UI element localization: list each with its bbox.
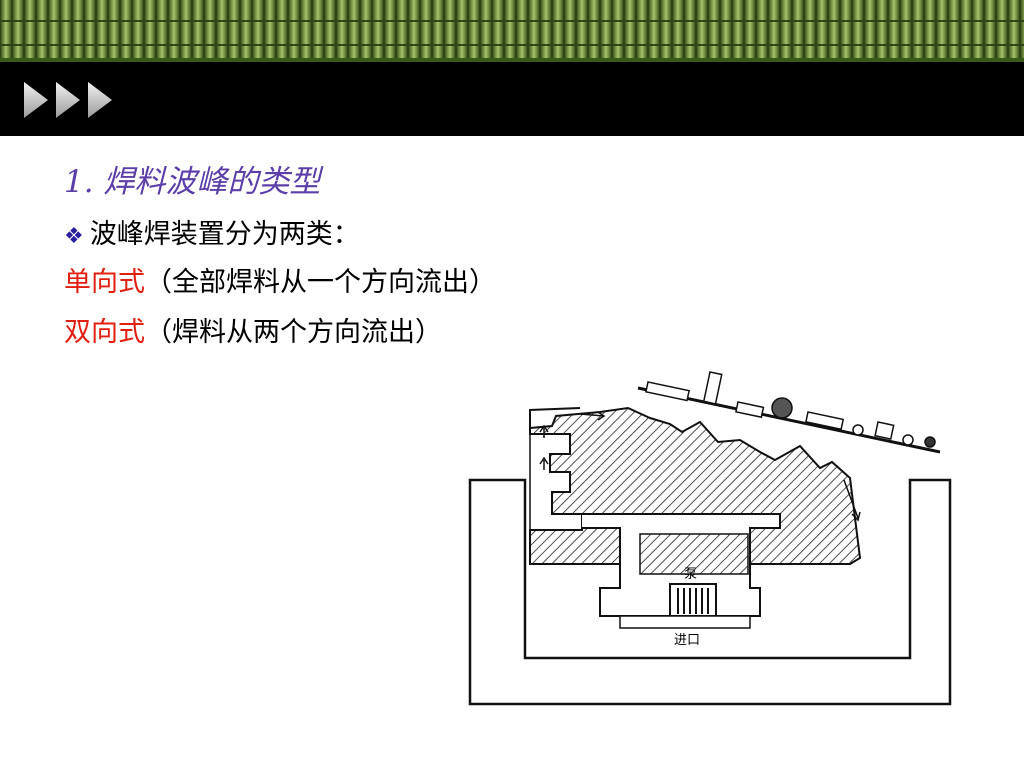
pcb-components — [645, 371, 936, 448]
header-bar — [0, 62, 1024, 136]
inlet-label: 进口 — [674, 633, 700, 648]
type-term: 单向式 — [64, 267, 145, 298]
bullet-text: 波峰焊装置分为两类： — [89, 219, 360, 250]
slide-heading: 1. 焊料波峰的类型 — [64, 164, 321, 200]
diamond-bullet-icon: ❖ — [64, 224, 84, 249]
bamboo-header-pattern — [0, 0, 1024, 62]
type-line-double: 双向式（焊料从两个方向流出） — [64, 310, 442, 349]
triple-chevron-right-icon — [24, 82, 112, 118]
guide-plate — [529, 407, 581, 428]
type-term: 双向式 — [64, 317, 145, 348]
bullet-line: ❖波峰焊装置分为两类： — [64, 212, 360, 251]
conveyor-track — [637, 386, 941, 454]
type-desc: （焊料从两个方向流出） — [145, 317, 442, 348]
pump-label: 泵 — [684, 567, 697, 582]
type-desc: （全部焊料从一个方向流出） — [145, 267, 496, 298]
wave-solder-diagram: 泵 进口 — [468, 371, 952, 706]
pump-box — [669, 583, 717, 617]
flow-arrow-icon — [539, 411, 861, 522]
pump-coil-icon — [677, 588, 709, 614]
type-line-single: 单向式（全部焊料从一个方向流出） — [64, 260, 496, 299]
